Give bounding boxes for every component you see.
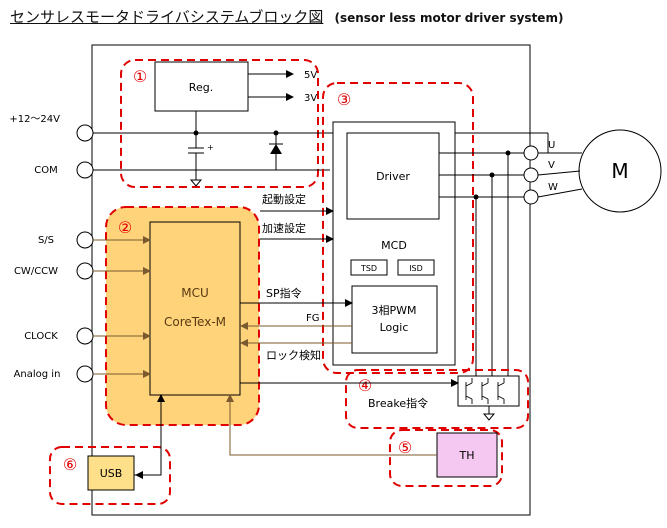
phase-w-label: W bbox=[548, 182, 558, 193]
title-japanese: センサレスモータドライバシステムブロック図 bbox=[10, 8, 324, 26]
thermistor-block bbox=[436, 432, 498, 478]
section-2-number: ② bbox=[118, 218, 132, 237]
fg-label: FG bbox=[306, 313, 320, 324]
section-1-regulator-area bbox=[120, 59, 319, 188]
thermistor-signal-line bbox=[226, 394, 437, 456]
isd-label: ISD bbox=[409, 264, 423, 273]
section-5-thermistor-area bbox=[389, 429, 503, 487]
mcd-label: MCD bbox=[381, 239, 407, 252]
tsd-block bbox=[350, 259, 388, 276]
regulator-label: Reg. bbox=[189, 81, 213, 94]
section-4-brake-area bbox=[345, 369, 529, 429]
tsd-label: TSD bbox=[360, 264, 377, 273]
pwm-logic-block bbox=[351, 285, 438, 354]
isd-block bbox=[397, 259, 435, 276]
section-3-mcd-area bbox=[322, 82, 474, 374]
terminal-power[interactable] bbox=[76, 124, 94, 142]
lock-detect-label: ロック検知 bbox=[266, 348, 321, 362]
driver-label: Driver bbox=[376, 170, 410, 183]
thermistor-label: TH bbox=[459, 449, 475, 462]
terminal-analog[interactable] bbox=[76, 365, 94, 383]
mcu-label-core: CoreTex-M bbox=[164, 315, 226, 329]
input-signal-lines bbox=[93, 236, 151, 378]
brake-transistors bbox=[465, 378, 505, 404]
mcu-block bbox=[149, 221, 241, 396]
terminal-power-label: +12～24V bbox=[9, 114, 60, 125]
section-6-usb-area bbox=[49, 446, 171, 505]
accel-setting-label: 加速設定 bbox=[262, 221, 306, 235]
start-setting-label: 起動設定 bbox=[262, 192, 306, 206]
pwm-logic-label-2: Logic bbox=[380, 321, 409, 334]
phase-terminal-v[interactable] bbox=[523, 167, 539, 183]
driver-block bbox=[346, 132, 440, 220]
section-4-number: ④ bbox=[358, 376, 372, 395]
terminal-ss[interactable] bbox=[76, 231, 94, 249]
diagram-title: センサレスモータドライバシステムブロック図 (sensor less motor… bbox=[10, 6, 563, 28]
phase-terminal-u[interactable] bbox=[523, 145, 539, 161]
terminal-com[interactable] bbox=[76, 161, 94, 179]
output-3v-label: 3V bbox=[304, 93, 317, 104]
section-3-number: ③ bbox=[337, 90, 351, 109]
usb-label: USB bbox=[100, 467, 123, 480]
zener-diode bbox=[270, 144, 282, 154]
ground-symbol bbox=[189, 179, 203, 187]
terminal-analog-label: Analog in bbox=[14, 369, 61, 380]
terminal-clock[interactable] bbox=[76, 327, 94, 345]
mcu-label: MCU bbox=[181, 286, 209, 300]
board-outline bbox=[91, 44, 531, 516]
terminal-clock-label: CLOCK bbox=[24, 331, 58, 342]
section-1-number: ① bbox=[133, 67, 147, 86]
capacitor-plus: + bbox=[207, 143, 214, 152]
section-6-number: ⑥ bbox=[63, 455, 77, 474]
terminal-ss-label: S/S bbox=[38, 235, 54, 246]
phase-terminal-w[interactable] bbox=[523, 189, 539, 205]
title-english: (sensor less motor driver system) bbox=[334, 11, 564, 25]
phase-lines bbox=[439, 133, 583, 198]
brake-transistor-block bbox=[457, 375, 520, 407]
output-5v-label: 5V bbox=[304, 70, 317, 81]
section-5-number: ⑤ bbox=[398, 438, 412, 457]
brake-ground-symbol bbox=[482, 413, 496, 421]
brake-command-label: Breake指令 bbox=[368, 396, 428, 410]
terminal-com-label: COM bbox=[34, 165, 57, 176]
sp-command-label: SP指令 bbox=[266, 286, 302, 300]
terminal-cwccw-label: CW/CCW bbox=[14, 266, 58, 277]
phase-v-label: V bbox=[548, 160, 555, 171]
usb-block bbox=[87, 455, 135, 491]
pwm-logic-label: 3相PWM bbox=[372, 304, 417, 317]
regulator-block bbox=[154, 61, 249, 112]
phase-u-label: U bbox=[548, 140, 555, 151]
motor-label: M bbox=[611, 159, 628, 183]
terminal-cwccw[interactable] bbox=[76, 262, 94, 280]
